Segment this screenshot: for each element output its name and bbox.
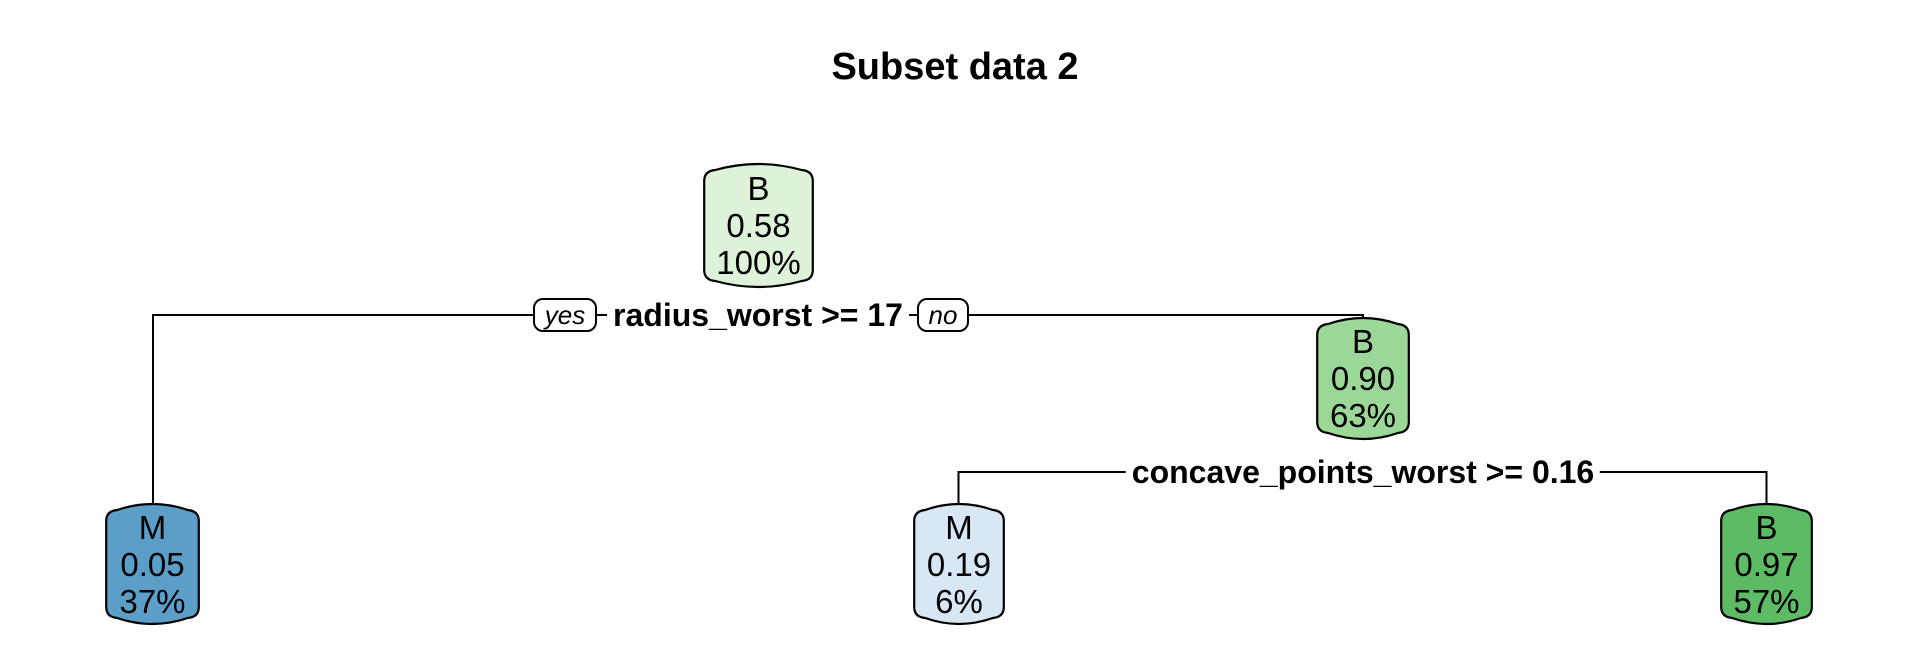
node-percentage: 57% [1733,582,1800,620]
split-condition-2: concave_points_worst >= 0.16 [1125,452,1601,492]
node-class-label: B [747,170,770,207]
node-text: B 0.58 100% [703,165,814,286]
node-probability: 0.90 [1330,360,1396,397]
no-badge-label: no [928,299,958,330]
node-class-label: B [1755,508,1778,546]
node-text: B 0.97 57% [1720,505,1813,623]
node-class-label: B [1351,323,1374,360]
node-percentage: 100% [716,244,801,281]
node-percentage: 37% [119,582,186,620]
tree-node-root: B 0.58 100% [703,162,814,289]
node-percentage: 6% [935,582,983,620]
yes-badge: yes [533,298,597,332]
tree-node-leaf-benign: B 0.97 57% [1720,502,1813,626]
node-shape [913,502,1005,626]
tree-node-leaf-malignant-small: M 0.19 6% [913,502,1005,626]
node-shape [105,502,200,626]
node-shape [703,162,814,289]
node-class-label: M [945,508,973,546]
no-badge: no [917,298,969,332]
plot-title: Subset data 2 [831,46,1079,88]
node-text: M 0.05 37% [105,505,200,623]
node-class-label: M [138,508,167,546]
yes-badge-label: yes [544,299,586,330]
tree-node-internal: B 0.90 63% [1316,316,1410,441]
node-text: M 0.19 6% [913,505,1005,623]
tree-node-leaf-malignant: M 0.05 37% [105,502,200,626]
node-probability: 0.97 [1734,545,1799,583]
node-shape [1720,502,1813,626]
node-probability: 0.19 [926,545,992,583]
node-text: B 0.90 63% [1316,319,1410,438]
node-shape [1316,316,1410,441]
split-condition-1: radius_worst >= 17 [607,295,909,335]
node-probability: 0.05 [120,545,185,583]
node-probability: 0.58 [726,207,791,244]
node-percentage: 63% [1329,397,1397,434]
